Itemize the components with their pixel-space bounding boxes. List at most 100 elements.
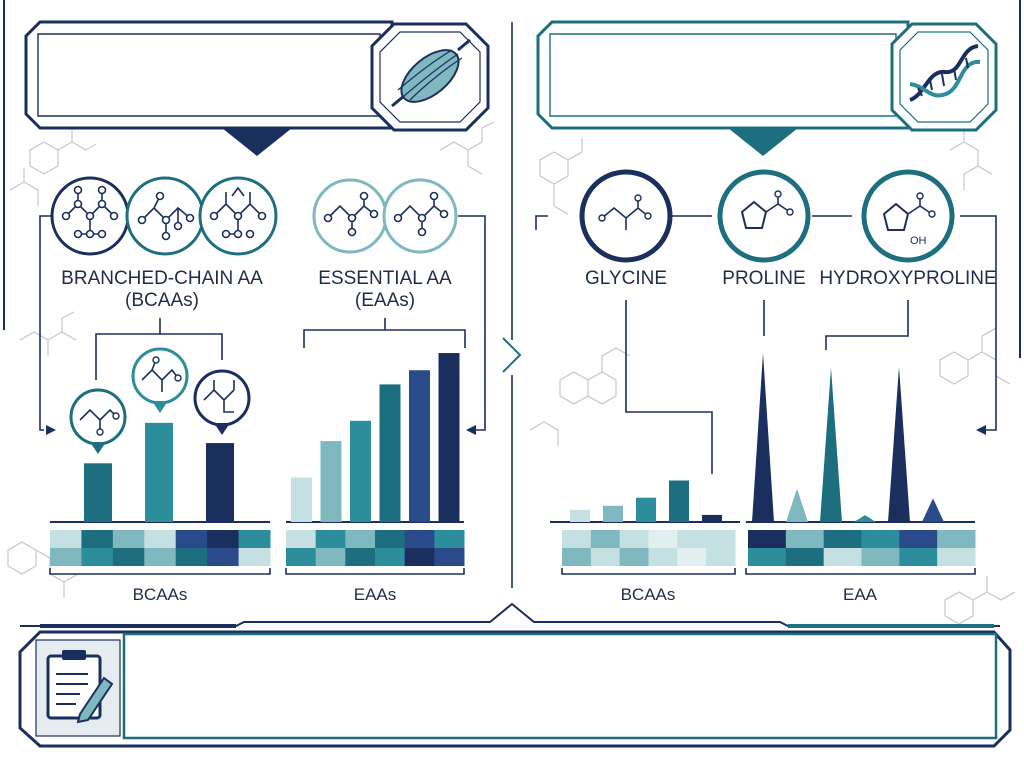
chart-4-mark-1 [752,352,774,522]
chart-3-mark-2 [603,505,623,522]
heatmap-1-cell-2-2 [81,548,114,566]
arrow-head-mid [466,425,476,435]
left-axis-label-bcaas: BCAAs [133,585,188,604]
bcaa-bracket [95,318,223,380]
chart-4-mark-4 [854,515,876,522]
chart-3-mark-5 [702,514,722,522]
chart-2-mark-6 [438,353,460,522]
chart-3-mark-1 [570,509,590,522]
heatmap-2-cell-1-1 [286,530,317,548]
hydroxyproline-oh-label: OH [910,235,927,247]
left-axis-label-eaas: EAAs [354,585,397,604]
chart-2-mark-5 [409,370,430,522]
heatmap-1-cell-1-7 [238,530,271,548]
axis-brackets [49,568,976,575]
eaa-molecule-group [312,178,458,254]
heatmap-1-cell-2-3 [112,548,145,566]
charts-layer [84,352,944,522]
bcaa-pin-1 [69,388,127,454]
chart-1-mark-1 [84,463,112,522]
heatmap-2-cell-1-5 [404,530,435,548]
dna-icon [909,44,981,102]
heatmap-3-cell-2-6 [706,548,736,566]
hydroxyproline-label: HYDROXYPROLINE [819,268,996,289]
left-connectors [39,215,486,431]
glycine-circle [579,169,673,263]
heatmaps-layer [50,530,976,566]
heatmap-3-cell-1-6 [706,530,736,548]
heatmap-1-cell-1-1 [50,530,82,548]
bcaa-title-line1: BRANCHED-CHAIN AA [61,268,263,289]
bcaa-molecule-group [50,176,278,256]
heatmap-4-cell-1-6 [937,530,976,548]
heatmap-2-cell-1-6 [434,530,465,548]
heatmap-4-cell-1-3 [823,530,862,548]
heatmap-3-cell-2-4 [648,548,678,566]
bcaa-pin-3 [193,369,251,435]
chart-1-mark-2 [145,422,173,522]
chart-4-mark-6 [922,498,944,522]
heatmap-4-cell-2-5 [899,548,938,566]
heatmap-4-cell-2-6 [937,548,976,566]
chart-2-mark-1 [291,477,312,522]
heatmap-1-cell-1-3 [112,530,145,548]
heatmap-3-cell-2-3 [619,548,649,566]
heatmap-4-cell-2-4 [861,548,900,566]
clipboard-icon [46,650,114,724]
heatmap-3-cell-1-1 [562,530,592,548]
heatmap-4-cell-2-3 [823,548,862,566]
heatmap-1-cell-2-1 [50,548,82,566]
heatmap-4-cell-2-1 [748,548,787,566]
right-header-pointer [728,128,798,156]
left-header-frame [24,20,490,156]
heatmap-3-cell-2-5 [677,548,707,566]
heatmap-2-cell-2-5 [404,548,435,566]
right-header-frame [536,20,998,156]
muscle-icon [391,38,471,108]
heatmap-1-cell-2-4 [144,548,177,566]
heatmap-4-cell-2-2 [785,548,825,566]
chart-1-mark-3 [206,443,234,522]
heatmap-2-cell-2-1 [286,548,317,566]
heatmap-2-cell-1-4 [375,530,406,548]
chart-4-mark-2 [786,488,808,522]
heatmap-1-cell-1-5 [175,530,208,548]
eaa-bracket [303,318,466,348]
right-node-row: OH [579,169,955,263]
chart-2-mark-3 [350,420,371,522]
heatmap-1-cell-2-5 [175,548,208,566]
heatmap-2-cell-2-4 [375,548,406,566]
right-icon-frame [890,22,998,132]
eaa-title-line1: ESSENTIAL AA [318,268,452,289]
heatmap-4-cell-1-5 [899,530,938,548]
right-axis-label-bcaas: BCAAs [621,585,676,604]
right-connectors [535,215,997,474]
heatmap-1-cell-1-2 [81,530,114,548]
chart-2-mark-4 [379,384,401,522]
heatmap-1-cell-1-6 [207,530,240,548]
left-header-pointer [222,128,292,156]
chart-4-mark-5 [888,366,910,522]
heatmap-2-cell-2-6 [434,548,465,566]
heatmap-1-cell-1-4 [144,530,177,548]
heatmap-3-cell-2-1 [562,548,592,566]
heatmap-4-cell-1-2 [785,530,825,548]
arrow-head-right [976,425,986,435]
proline-label: PROLINE [722,268,805,289]
heatmap-2-cell-2-3 [345,548,376,566]
arrow-head-left [46,425,56,435]
right-axis-label-eaa: EAA [843,585,878,604]
heatmap-4-cell-1-1 [748,530,787,548]
heatmap-2-cell-1-3 [345,530,376,548]
chart-2-mark-2 [320,441,342,522]
heatmap-3-cell-1-2 [590,530,621,548]
heatmap-1-cell-2-7 [238,548,271,566]
heatmap-3-cell-2-2 [590,548,621,566]
glycine-label: GLYCINE [585,268,667,289]
eaa-title-line2: (EAAs) [355,290,415,311]
heatmap-3-cell-1-5 [677,530,707,548]
heatmap-3-cell-1-4 [648,530,678,548]
bcaa-pin-2 [131,347,189,413]
center-divider [502,22,522,588]
